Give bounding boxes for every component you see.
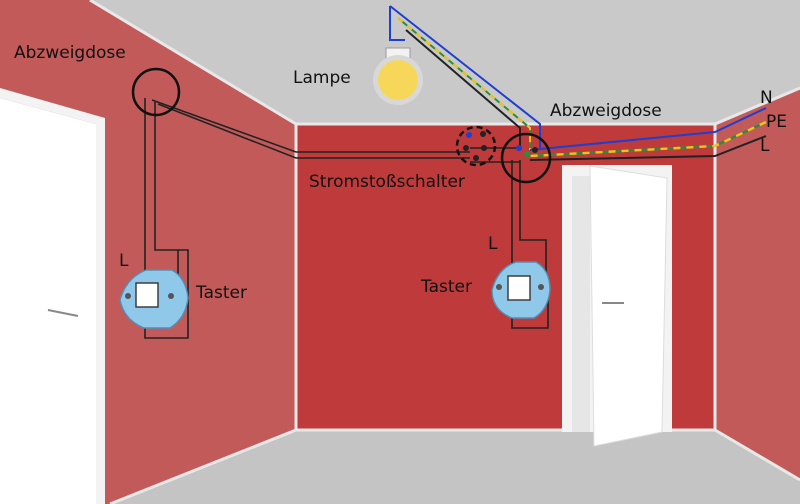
- right-wall: [715, 88, 800, 480]
- label-phase-left: L: [119, 251, 129, 271]
- label-junction-box-right: Abzweigdose: [550, 101, 662, 121]
- connection-terminals: [516, 145, 538, 157]
- label-pushbutton-right: Taster: [420, 277, 472, 297]
- label-supply-phase: L: [760, 136, 770, 156]
- wire-left-drop: [144, 98, 189, 339]
- label-phase-right: L: [488, 234, 498, 254]
- lamp: [373, 47, 423, 105]
- back-door: [562, 165, 672, 447]
- wire-left-to-switch: [151, 99, 470, 159]
- room-edges: [89, 0, 800, 504]
- label-lamp: Lampe: [293, 68, 351, 88]
- door-handle: [47, 309, 79, 317]
- wire-lamp-feed: [389, 5, 541, 150]
- label-pushbutton-left: Taster: [195, 283, 247, 303]
- label-junction-box-left: Abzweigdose: [14, 43, 126, 63]
- label-supply-earth: PE: [766, 112, 787, 132]
- left-door: [0, 88, 105, 504]
- label-impulse-switch: Stromstoßschalter: [309, 172, 465, 192]
- floor: [110, 430, 800, 504]
- junction-box-left: [131, 67, 181, 117]
- label-supply-neutral: N: [760, 88, 773, 108]
- junction-box-right: [500, 132, 552, 184]
- ceiling: [90, 0, 800, 124]
- impulse-switch: [455, 125, 497, 167]
- pushbutton-right: [491, 261, 551, 319]
- pushbutton-left: [119, 269, 189, 329]
- wire-supply: [529, 107, 767, 161]
